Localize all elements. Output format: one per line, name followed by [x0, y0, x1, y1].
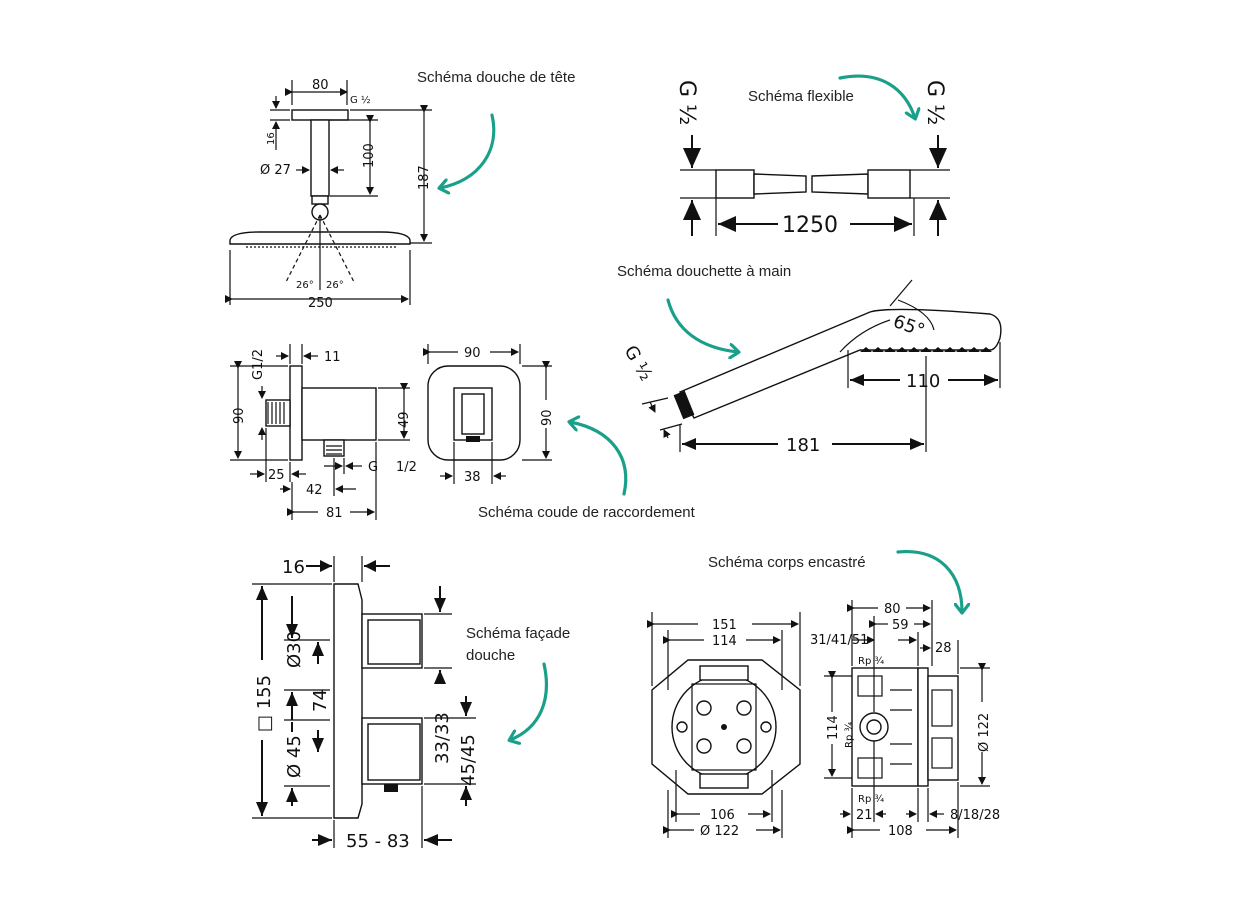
trim-arrow — [510, 662, 549, 740]
body-dim-151: 151 — [712, 618, 737, 633]
hand-shower-drawing: 65° 110 181 G ½ — [620, 279, 1002, 456]
head-shower-drawing: 80 G ½ 16 Ø 27 100 187 26° — [225, 78, 432, 311]
elbow-dim-90v: 90 — [232, 407, 247, 424]
trim-dim-45: Ø 45 — [284, 735, 305, 778]
body-dim-106: 106 — [710, 808, 735, 823]
body-dim-114: 114 — [712, 634, 737, 649]
hose-g-right: G ½ — [922, 80, 947, 125]
caption-head-shower: Schéma douche de tête — [417, 69, 575, 86]
body-side-59: 59 — [892, 618, 909, 633]
head-angle-right: 26° — [326, 280, 344, 291]
hose-g-left: G ½ — [674, 80, 699, 125]
trim-dim-155: □ 155 — [254, 675, 275, 732]
body-side-108: 108 — [888, 824, 913, 839]
trim-dim-30: Ø30 — [284, 631, 305, 668]
body-side-114: 114 — [826, 715, 841, 740]
body-side-8-18-28: 8/18/28 — [950, 808, 1000, 823]
body-dim-122: Ø 122 — [700, 824, 739, 839]
body-side-31-41-51: 31/41/51 — [810, 633, 868, 648]
head-dim-16: 16 — [266, 132, 277, 145]
body-arrow — [896, 550, 962, 612]
hand-dim-181: 181 — [786, 435, 820, 456]
hose-drawing: G ½ G ½ 1250 — [674, 80, 950, 238]
caption-trim-line2: douche — [466, 647, 515, 664]
trim-dim-74: 74 — [310, 689, 331, 712]
body-side-28: 28 — [935, 641, 952, 656]
trim-depth: 55 - 83 — [346, 831, 410, 852]
elbow-dim-25: 25 — [268, 468, 285, 483]
trim-dim-33: 33/33 — [432, 712, 453, 764]
body-rp-mid: Rp ¾ — [844, 722, 855, 748]
elbow-g-side: G1/2 — [251, 349, 266, 380]
trim-drawing: 16 □ 155 Ø30 74 Ø 45 — [252, 556, 479, 852]
head-dim-27: Ø 27 — [260, 163, 291, 178]
hand-dim-110: 110 — [906, 371, 940, 392]
elbow-front-width: 90 — [464, 346, 481, 361]
head-dim-g: G ½ — [350, 94, 371, 106]
head-dim-80: 80 — [312, 78, 329, 93]
trim-dim-16: 16 — [282, 557, 305, 578]
hose-length: 1250 — [782, 213, 838, 238]
elbow-dim-38: 38 — [464, 470, 481, 485]
elbow-dim-42: 42 — [306, 483, 323, 498]
body-rp-top: Rp ¾ — [858, 656, 884, 667]
hand-g: G ½ — [620, 342, 657, 385]
hand-shower-arrow — [666, 298, 738, 352]
body-drawing: 151 114 106 Ø 122 80 — [647, 600, 1000, 839]
head-angle-left: 26° — [296, 280, 314, 291]
caption-hose: Schéma flexible — [748, 88, 854, 105]
elbow-g-bottom-fraction: 1/2 — [396, 460, 417, 475]
body-side-21: 21 — [856, 808, 873, 823]
body-side-80: 80 — [884, 602, 901, 617]
head-shower-arrow — [440, 113, 496, 188]
elbow-arrow — [570, 422, 628, 496]
trim-dim-45b: 45/45 — [458, 734, 479, 786]
head-dim-100: 100 — [362, 143, 377, 168]
caption-hand-shower: Schéma douchette à main — [617, 263, 791, 280]
elbow-dim-49: 49 — [397, 411, 412, 428]
elbow-dim-81: 81 — [326, 506, 343, 521]
caption-body: Schéma corps encastré — [708, 554, 866, 571]
body-rp-bot: Rp ¾ — [858, 794, 884, 805]
elbow-dim-11: 11 — [324, 350, 341, 365]
head-dim-187: 187 — [417, 165, 432, 190]
caption-elbow: Schéma coude de raccordement — [478, 504, 696, 521]
body-side-122: Ø 122 — [977, 713, 992, 752]
elbow-drawing: G1/2 11 90 49 25 G 1/2 42 — [230, 344, 555, 521]
head-dim-250: 250 — [308, 296, 333, 311]
elbow-front-height: 90 — [540, 409, 555, 426]
caption-trim-line1: Schéma façade — [466, 625, 570, 642]
hose-arrow — [838, 74, 915, 118]
elbow-g-bottom: G — [368, 460, 378, 475]
